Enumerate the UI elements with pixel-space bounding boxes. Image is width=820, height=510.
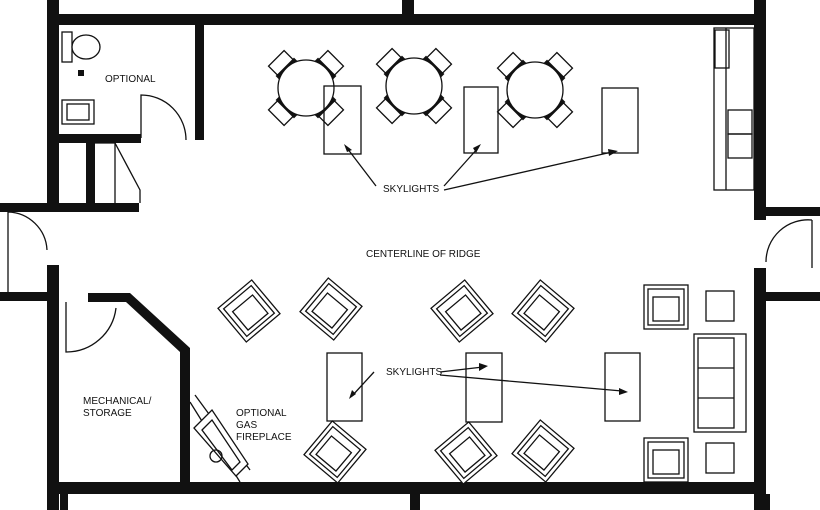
dining-set: [375, 47, 453, 125]
arrow-icon: [344, 144, 628, 399]
armchair-icon: [430, 279, 494, 343]
armchair-icon: [643, 284, 689, 330]
dining-set: [267, 49, 345, 127]
skylight-icon: [323, 85, 641, 423]
fireplace-label-3: FIREPLACE: [236, 432, 292, 443]
armchair-icon: [511, 419, 575, 483]
toilet-icon: [61, 31, 101, 76]
centerline-label: CENTERLINE OF RIDGE: [366, 249, 481, 260]
fireplace-icon: [193, 408, 249, 477]
armchair-icon: [299, 277, 363, 341]
end-table-icon: [705, 290, 735, 322]
fireplace-label-1: OPTIONAL: [236, 408, 287, 419]
armchair-icon: [303, 420, 367, 484]
armchair-icon: [643, 437, 689, 483]
armchair-icon: [217, 279, 281, 343]
table-icon: [385, 57, 443, 115]
sink-icon: [61, 99, 95, 125]
mechanical-label-2: STORAGE: [83, 408, 132, 419]
optional-label: OPTIONAL: [105, 74, 156, 85]
armchairs: [217, 277, 689, 485]
armchair-icon: [434, 421, 498, 485]
door-swing-icon: [7, 94, 813, 353]
armchair-icon: [511, 279, 575, 343]
counter-icon: [713, 27, 755, 191]
skylights-label-top: SKYLIGHTS: [383, 184, 440, 195]
end-table-icon: [705, 442, 735, 474]
dining-set: [496, 51, 574, 129]
skylights-label-bottom: SKYLIGHTS: [386, 367, 443, 378]
table-icon: [506, 61, 564, 119]
dining-sets: [267, 47, 574, 129]
table-icon: [277, 59, 335, 117]
mechanical-label-1: MECHANICAL/: [83, 396, 152, 407]
sofa-icon: [693, 333, 747, 433]
fireplace-label-2: GAS: [236, 420, 258, 431]
